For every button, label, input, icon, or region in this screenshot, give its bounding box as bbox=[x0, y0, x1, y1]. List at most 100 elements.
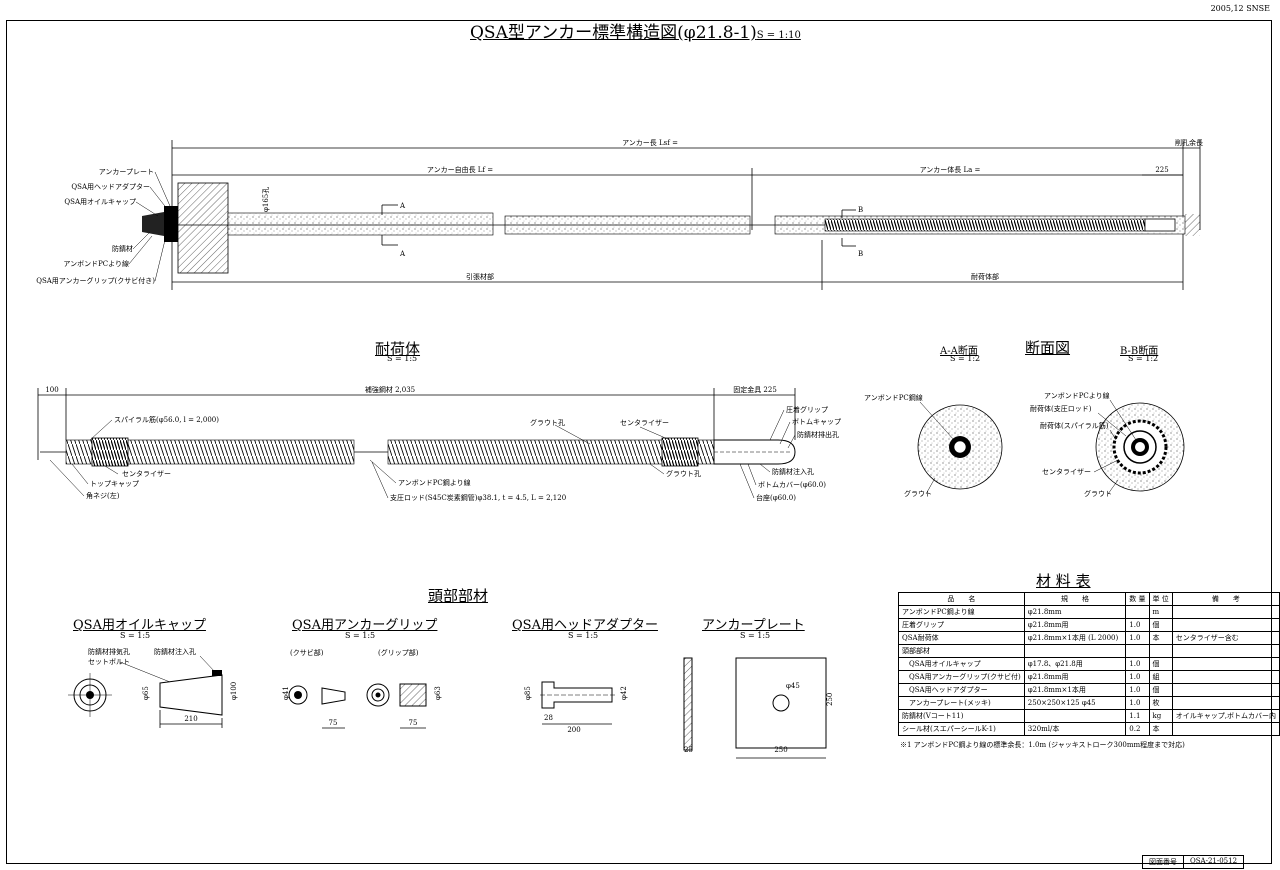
bb-title: B-B断面 bbox=[1120, 346, 1159, 357]
bottom-cap-shape bbox=[713, 439, 796, 465]
bb-label-pc: アンボンドPCより線 bbox=[1044, 391, 1110, 400]
table-header: 備 考 bbox=[1171, 592, 1280, 606]
body-length-label: アンカー体長 La = bbox=[920, 165, 981, 174]
overall-elevation: アンカー長 Lsf = 削孔余長 アンカー自由長 Lf = アンカー体長 La … bbox=[36, 138, 1203, 290]
aa-label-pc: アンボンドPC鋼線 bbox=[864, 393, 923, 402]
drawing-frame bbox=[6, 20, 1272, 864]
plate-hole: φ45 bbox=[786, 682, 800, 690]
aa-label-grout: グラウト bbox=[904, 489, 932, 498]
label-bottom-cap: ボトムキャップ bbox=[792, 418, 841, 426]
plate-thickness: 25 bbox=[684, 746, 693, 754]
adapter-title: QSA用ヘッドアダプター bbox=[512, 618, 658, 633]
table-header: 単 位 bbox=[1148, 592, 1173, 606]
centralizer-left bbox=[91, 437, 129, 467]
callout-anchor-plate: アンカープレート bbox=[99, 168, 154, 176]
label-square-screw: 角ネジ(左) bbox=[86, 491, 120, 500]
reinforce-length: 補強鋼材 2,035 bbox=[365, 385, 415, 394]
drawing-number-value: QSA-21-0512 bbox=[1183, 856, 1243, 868]
callout-unbond-pc: アンボンドPCより線 bbox=[63, 259, 129, 268]
table-header-row: 品 名 規 格 数 量 単 位 備 考 bbox=[898, 592, 1280, 606]
bore-diameter: φ165孔 bbox=[262, 187, 270, 212]
section-b-top: B bbox=[858, 206, 863, 214]
grip-grip-label: (グリップ部) bbox=[378, 648, 419, 657]
label-centralizer-top: センタライザー bbox=[620, 418, 669, 427]
plate-height: 250 bbox=[826, 693, 834, 706]
table-header: 数 量 bbox=[1125, 592, 1150, 606]
concrete-wall bbox=[177, 182, 229, 274]
centralizer-right bbox=[661, 437, 699, 467]
oil-cap-scale: S = 1:5 bbox=[120, 631, 151, 640]
table-header: 品 名 bbox=[898, 592, 1025, 606]
fixed-fitting-length: 固定金具 225 bbox=[733, 385, 777, 394]
spiral-right bbox=[387, 439, 715, 465]
label-support-rod: 支圧ロッド(S45C炭素鋼管)φ38.1, t = 4.5, L = 2,120 bbox=[390, 493, 566, 502]
materials-title: 材 料 表 bbox=[1036, 572, 1091, 590]
oil-cap-body bbox=[159, 674, 223, 716]
table-header: 規 格 bbox=[1023, 592, 1127, 606]
grip-wedge-label: (クサビ部) bbox=[290, 648, 324, 657]
bb-label-rod: 耐荷体(支圧ロッド) bbox=[1030, 404, 1092, 413]
load-body-scale: S = 1:5 bbox=[387, 354, 418, 363]
label-centralizer: センタライザー bbox=[122, 469, 171, 478]
adapter-width: 28 bbox=[544, 714, 553, 722]
drawing-title: QSA型アンカー標準構造図(φ21.8-1)S = 1:10 bbox=[470, 23, 801, 43]
bore-segment-1 bbox=[227, 212, 494, 236]
label-bottom-cover: ボトムカバー(φ60.0) bbox=[758, 481, 826, 489]
plate-width: 250 bbox=[774, 746, 787, 754]
grip-d2: φ63 bbox=[434, 686, 442, 700]
label-grout-hole-1: グラウト孔 bbox=[530, 418, 565, 427]
oil-cap-d1: φ65 bbox=[142, 686, 150, 700]
grip-d1: φ41 bbox=[282, 686, 290, 700]
callout-head-adapter: QSA用ヘッドアダプター bbox=[71, 182, 150, 191]
bb-label-grout: グラウト bbox=[1084, 489, 1112, 498]
oil-cap-inject: 防錆材注入孔 bbox=[154, 647, 196, 656]
label-spiral: スパイラル筋(φ56.0, l = 2,000) bbox=[114, 415, 219, 424]
plate-scale: S = 1:5 bbox=[740, 631, 771, 640]
adapter-d2: φ42 bbox=[620, 686, 628, 700]
grip-scale: S = 1:5 bbox=[345, 631, 376, 640]
anchor-length-label: アンカー長 Lsf = bbox=[622, 139, 678, 147]
callout-rust-inhibitor: 防錆材 bbox=[112, 244, 133, 253]
sections-drawing: アンボンドPC鋼線 グラウト アンボンドPCより線 耐荷体(支圧ロッド) 耐荷体… bbox=[864, 391, 1185, 498]
callout-oil-cap: QSA用オイルキャップ bbox=[64, 198, 136, 206]
oil-cap-bolt: セットボルト bbox=[88, 658, 130, 666]
drawing-number-box: 図面番号 QSA-21-0512 bbox=[1142, 855, 1245, 869]
plate-side bbox=[683, 657, 693, 751]
head-plate bbox=[164, 206, 178, 242]
sections-title: 断面図 bbox=[1025, 339, 1071, 357]
tension-part-label: 引張材部 bbox=[466, 272, 494, 281]
bb-label-spiral: 耐荷体(スパイラル筋) bbox=[1040, 421, 1109, 430]
section-a-bottom: A bbox=[399, 250, 406, 258]
label-base: 台座(φ60.0) bbox=[756, 493, 796, 502]
materials-note: ※1 アンボンドPC鋼より線の標準余長：1.0m (ジャッキストローク300mm… bbox=[900, 741, 1185, 749]
head-callouts: アンカープレート QSA用ヘッドアダプター QSA用オイルキャップ 防錆材 アン… bbox=[36, 168, 171, 285]
oil-cap-title: QSA用オイルキャップ bbox=[73, 618, 206, 633]
plate-title: アンカープレート bbox=[702, 618, 805, 633]
load-body-drawing: 100 補強鋼材 2,035 固定金具 225 スパイラル筋(φ56.0, l … bbox=[37, 385, 841, 502]
load-body-in-bore bbox=[824, 218, 1146, 232]
label-compress-grip: 圧着グリップ bbox=[786, 405, 828, 414]
load-body-title: 耐荷体 bbox=[375, 340, 421, 358]
section-b-bottom: B bbox=[858, 250, 863, 258]
label-rust-in: 防錆材注入孔 bbox=[772, 467, 814, 476]
oil-cap-shape bbox=[142, 212, 164, 236]
adapter-d1: φ85 bbox=[524, 686, 532, 700]
oil-cap-d2: φ100 bbox=[230, 682, 238, 700]
label-top-cap: トップキャップ bbox=[90, 480, 139, 488]
label-rust-out: 防錆材排出孔 bbox=[797, 430, 839, 439]
aa-scale: S = 1:2 bbox=[950, 354, 981, 363]
head-parts-drawing: 210 φ65 φ100 防錆材排気孔 セットボルト 防錆材注入孔 (クサビ部)… bbox=[68, 647, 834, 759]
dim-225: 225 bbox=[1155, 166, 1168, 174]
head-title: 頭部部材 bbox=[428, 587, 489, 605]
grip-len1: 75 bbox=[329, 719, 338, 727]
bb-scale: S = 1:2 bbox=[1128, 354, 1159, 363]
label-unbond-pc: アンボンドPC鋼より線 bbox=[398, 478, 471, 487]
drawing-date: 2005,12 SNSE bbox=[1210, 4, 1270, 13]
